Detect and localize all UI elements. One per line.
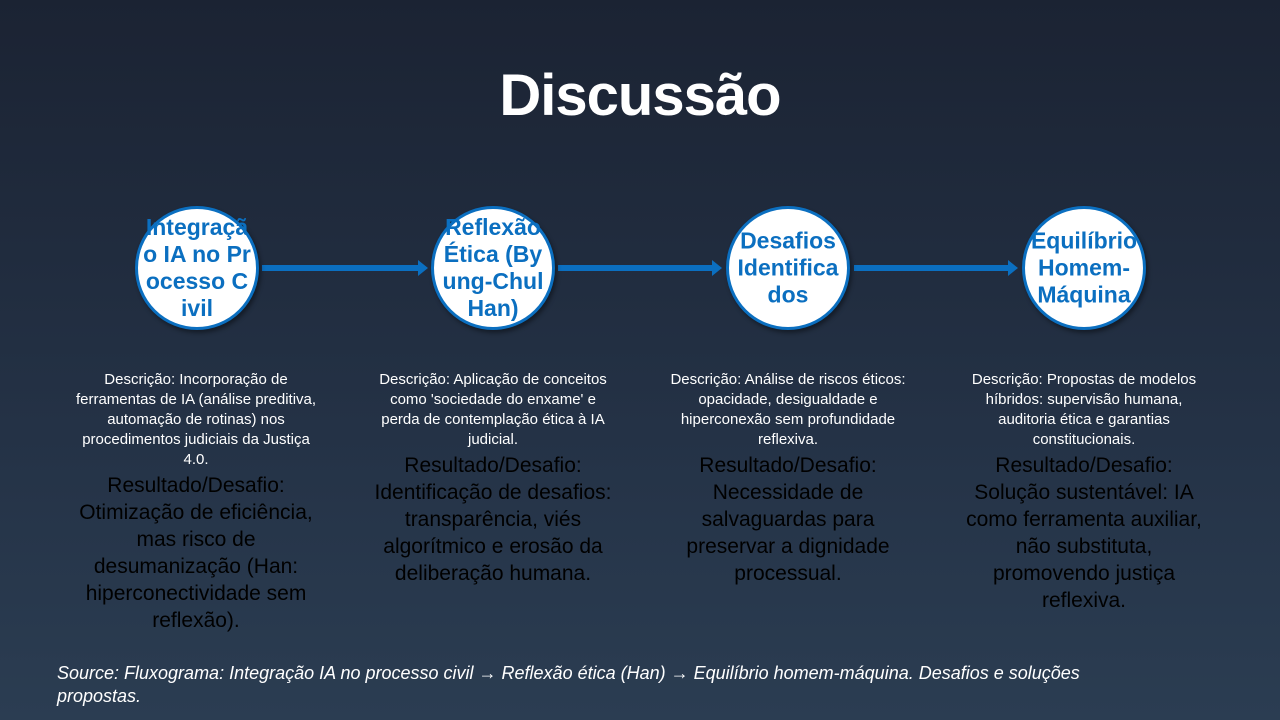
node-title: Desafios Identificados xyxy=(737,227,839,308)
step-result: Resultado/Desafio: Identificação de desa… xyxy=(374,454,612,585)
step-node-3: Desafios Identificados xyxy=(726,206,850,330)
slide-title: Discussão xyxy=(499,63,781,128)
step-description: Descrição: Aplicação de conceitos como '… xyxy=(379,371,607,448)
step-node-2: Reflexão Ética (Byung-Chul Han) xyxy=(431,206,555,330)
arrow-1 xyxy=(262,260,428,276)
arrow-2 xyxy=(558,260,722,276)
step-result: Resultado/Desafio: Otimização de eficiên… xyxy=(79,474,313,632)
node-title: Reflexão Ética (Byung-Chul Han) xyxy=(442,214,544,321)
node-circle xyxy=(726,206,850,330)
step-details-1: Descrição: Incorporação de ferramentas d… xyxy=(71,370,321,634)
step-details-2: Descrição: Aplicação de conceitos como '… xyxy=(372,370,614,587)
node-circle xyxy=(431,206,555,330)
step-details-3: Descrição: Análise de riscos éticos: opa… xyxy=(663,370,913,587)
arrow-3 xyxy=(854,260,1018,276)
step-result: Resultado/Desafio: Solução sustentável: … xyxy=(966,454,1202,612)
step-description: Descrição: Propostas de modelos híbridos… xyxy=(971,371,1197,448)
step-result: Resultado/Desafio: Necessidade de salvag… xyxy=(686,454,890,585)
step-description: Descrição: Análise de riscos éticos: opa… xyxy=(670,371,906,448)
node-circle xyxy=(135,206,259,330)
step-details-4: Descrição: Propostas de modelos híbridos… xyxy=(955,370,1213,614)
source-caption: Source: Fluxograma: Integração IA no pro… xyxy=(57,663,1080,706)
node-title: Integração IA no Processo Civil xyxy=(143,214,251,321)
node-circle xyxy=(1022,206,1146,330)
step-description: Descrição: Incorporação de ferramentas d… xyxy=(75,371,317,468)
step-node-1: Integração IA no Processo Civil xyxy=(135,206,259,330)
step-node-4: Equilíbrio Homem-Máquina xyxy=(1022,206,1146,330)
node-title: Equilíbrio Homem-Máquina xyxy=(1030,227,1138,308)
